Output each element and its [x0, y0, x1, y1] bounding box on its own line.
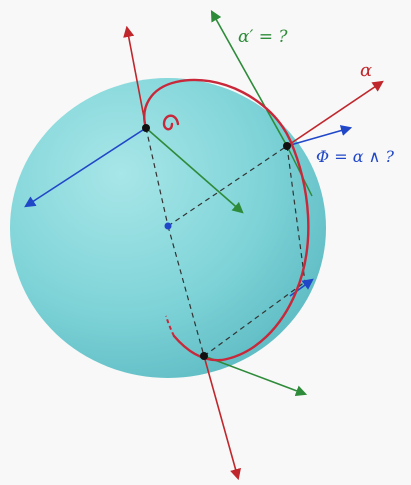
point-right — [283, 142, 291, 150]
lower-blue-arrow — [289, 278, 314, 297]
point-bottom — [200, 352, 208, 360]
frame-green-arrow — [145, 127, 244, 214]
alpha-curve-hidden — [165, 315, 175, 337]
rotation-axis-bottom — [203, 355, 241, 481]
point-upper — [142, 124, 150, 132]
derivative-line-lower — [286, 145, 313, 197]
rotation-axis-top — [123, 25, 147, 129]
derivative-line — [210, 10, 288, 147]
alpha-direction-line — [286, 80, 384, 147]
alpha-curve — [143, 78, 310, 362]
bottom-green-arrow — [203, 355, 308, 397]
product-label: Φ = α ∧ ? — [316, 147, 394, 166]
frame-blue-arrow — [24, 127, 147, 208]
dashed-construction-lines — [145, 127, 306, 357]
derivative-label: α′ = ? — [238, 27, 288, 47]
curve-label: α — [360, 60, 372, 81]
sphere-center — [164, 222, 172, 230]
phi-arrow — [286, 125, 353, 147]
